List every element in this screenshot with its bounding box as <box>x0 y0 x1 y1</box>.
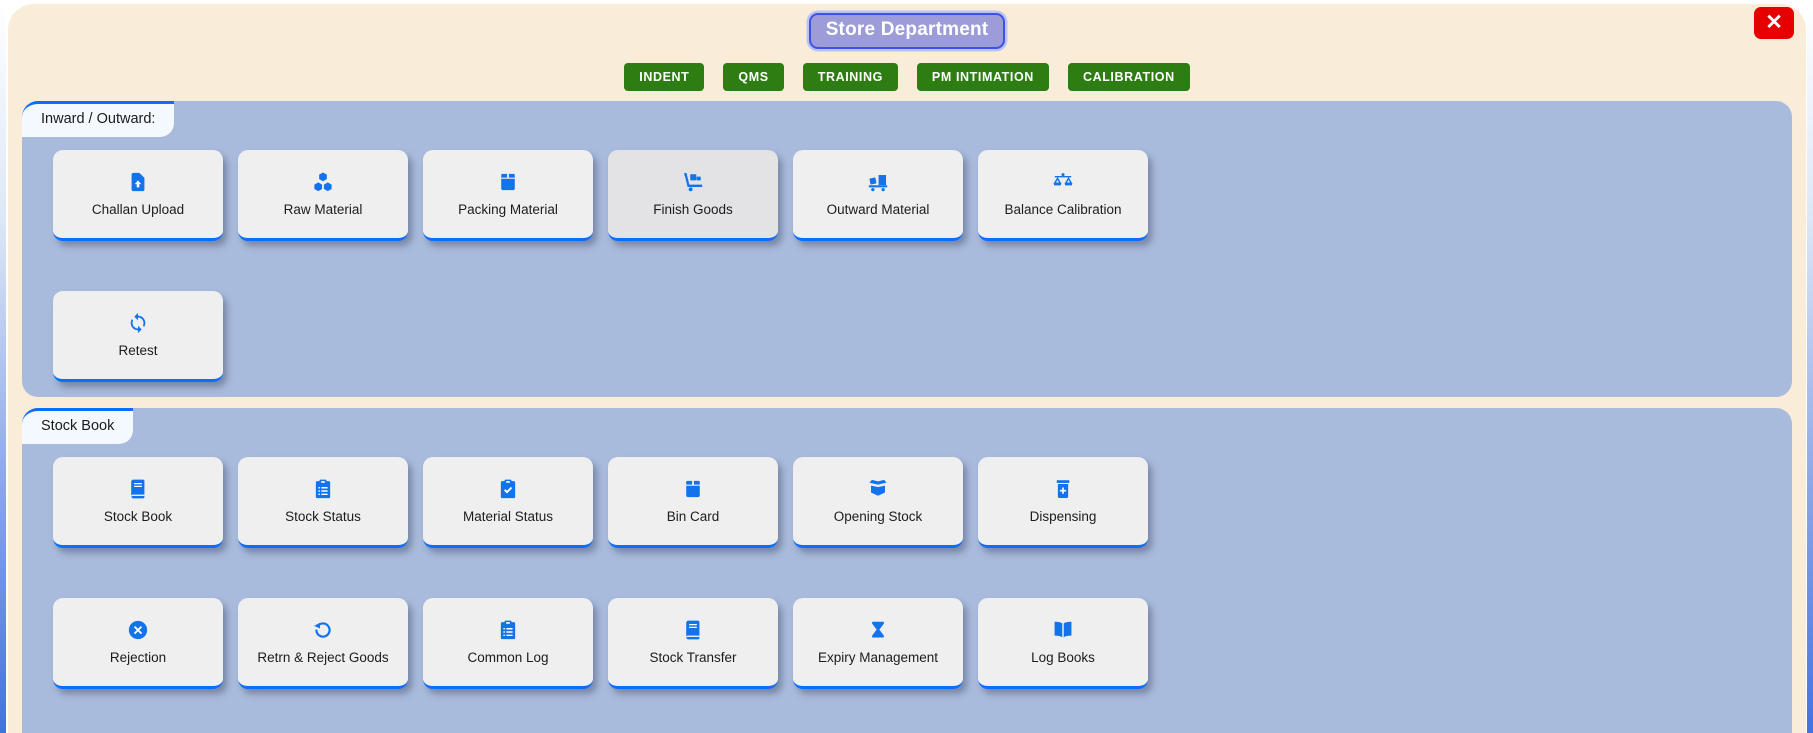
section-panel-stock-book: Stock Book Stock Book Stock Status Mater… <box>22 408 1792 733</box>
tile-expiry-management[interactable]: Expiry Management <box>793 598 963 689</box>
page-edge-gradient-left <box>0 0 6 733</box>
tile-retest[interactable]: Retest <box>53 291 223 382</box>
tile-rejection[interactable]: Rejection <box>53 598 223 689</box>
tile-common-log[interactable]: Common Log <box>423 598 593 689</box>
tile-label: Material Status <box>462 509 554 524</box>
tile-label: Retest <box>118 343 158 358</box>
tile-label: Log Books <box>1031 650 1095 665</box>
sections: Inward / Outward: Challan Upload Raw Mat… <box>8 101 1806 733</box>
section-panel-inward-outward: Inward / Outward: Challan Upload Raw Mat… <box>22 101 1792 397</box>
nav-button-indent[interactable]: INDENT <box>624 63 705 91</box>
tile-opening-stock[interactable]: Opening Stock <box>793 457 963 548</box>
tile-label: Balance Calibration <box>1004 202 1122 217</box>
box-icon <box>682 478 704 500</box>
tile-label: Retrn & Reject Goods <box>257 650 389 665</box>
nav-button-pm-intimation[interactable]: PM INTIMATION <box>916 63 1049 91</box>
tile-stock-book[interactable]: Stock Book <box>53 457 223 548</box>
tile-label: Stock Book <box>103 509 173 524</box>
tile-stock-status[interactable]: Stock Status <box>238 457 408 548</box>
page-title: Store Department <box>808 13 1006 49</box>
tile-grid: Stock Book Stock Status Material Status … <box>22 408 1202 689</box>
tile-label: Stock Status <box>285 509 361 524</box>
circle-xmark-icon <box>127 619 149 641</box>
nav-buttons: INDENT QMS TRAINING PM INTIMATION CALIBRATIO… <box>8 63 1806 91</box>
section-tab-stock-book: Stock Book <box>22 408 134 444</box>
clipboard-list-icon <box>497 619 519 641</box>
tile-label: Bin Card <box>666 509 720 524</box>
tile-label: Opening Stock <box>833 509 923 524</box>
tile-label: Outward Material <box>826 202 930 217</box>
sync-icon <box>127 312 149 334</box>
tile-stock-transfer[interactable]: Stock Transfer <box>608 598 778 689</box>
tile-challan-upload[interactable]: Challan Upload <box>53 150 223 241</box>
tile-label: Rejection <box>109 650 167 665</box>
nav-button-qms[interactable]: QMS <box>723 63 784 91</box>
close-button[interactable]: ✕ <box>1754 7 1794 39</box>
hourglass-icon <box>867 619 889 641</box>
page-edge-gradient-right <box>1807 0 1813 733</box>
box-open-icon <box>867 478 889 500</box>
section-label: Inward / Outward: <box>41 111 156 127</box>
book-icon <box>682 619 704 641</box>
tile-label: Stock Transfer <box>649 650 737 665</box>
tile-label: Dispensing <box>1029 509 1097 524</box>
store-department-window: ✕ Store Department INDENT QMS TRAINING PM I… <box>8 4 1806 733</box>
clipboard-check-icon <box>497 478 519 500</box>
tile-label: Common Log <box>467 650 549 665</box>
tile-retrn-reject-goods[interactable]: Retrn & Reject Goods <box>238 598 408 689</box>
tile-label: Finish Goods <box>653 202 733 217</box>
tile-label: Raw Material <box>283 202 363 217</box>
tile-material-status[interactable]: Material Status <box>423 457 593 548</box>
tile-grid: Challan Upload Raw Material Packing Mate… <box>22 101 1202 382</box>
header: Store Department <box>8 4 1806 49</box>
tile-outward-material[interactable]: Outward Material <box>793 150 963 241</box>
clipboard-list-icon <box>312 478 334 500</box>
rotate-left-icon <box>312 619 334 641</box>
tile-balance-calibration[interactable]: Balance Calibration <box>978 150 1148 241</box>
tile-packing-material[interactable]: Packing Material <box>423 150 593 241</box>
tile-finish-goods[interactable]: Finish Goods <box>608 150 778 241</box>
truck-loading-icon <box>867 171 889 193</box>
box-icon <box>497 171 519 193</box>
dolly-icon <box>682 171 704 193</box>
cubes-icon <box>312 171 334 193</box>
nav-button-calibration[interactable]: CALIBRATION <box>1067 63 1190 91</box>
section-label: Stock Book <box>41 418 115 434</box>
tile-label: Expiry Management <box>817 650 939 665</box>
nav-button-training[interactable]: TRAINING <box>802 63 898 91</box>
book-icon <box>127 478 149 500</box>
tile-label: Packing Material <box>458 202 558 217</box>
tile-raw-material[interactable]: Raw Material <box>238 150 408 241</box>
tile-dispensing[interactable]: Dispensing <box>978 457 1148 548</box>
tile-bin-card[interactable]: Bin Card <box>608 457 778 548</box>
dispensing-jar-icon <box>1052 478 1074 500</box>
balance-scale-icon <box>1052 171 1074 193</box>
section-tab-inward-outward: Inward / Outward: <box>22 101 175 137</box>
book-open-icon <box>1052 619 1074 641</box>
file-upload-icon <box>127 171 149 193</box>
tile-label: Challan Upload <box>91 202 185 217</box>
tile-log-books[interactable]: Log Books <box>978 598 1148 689</box>
